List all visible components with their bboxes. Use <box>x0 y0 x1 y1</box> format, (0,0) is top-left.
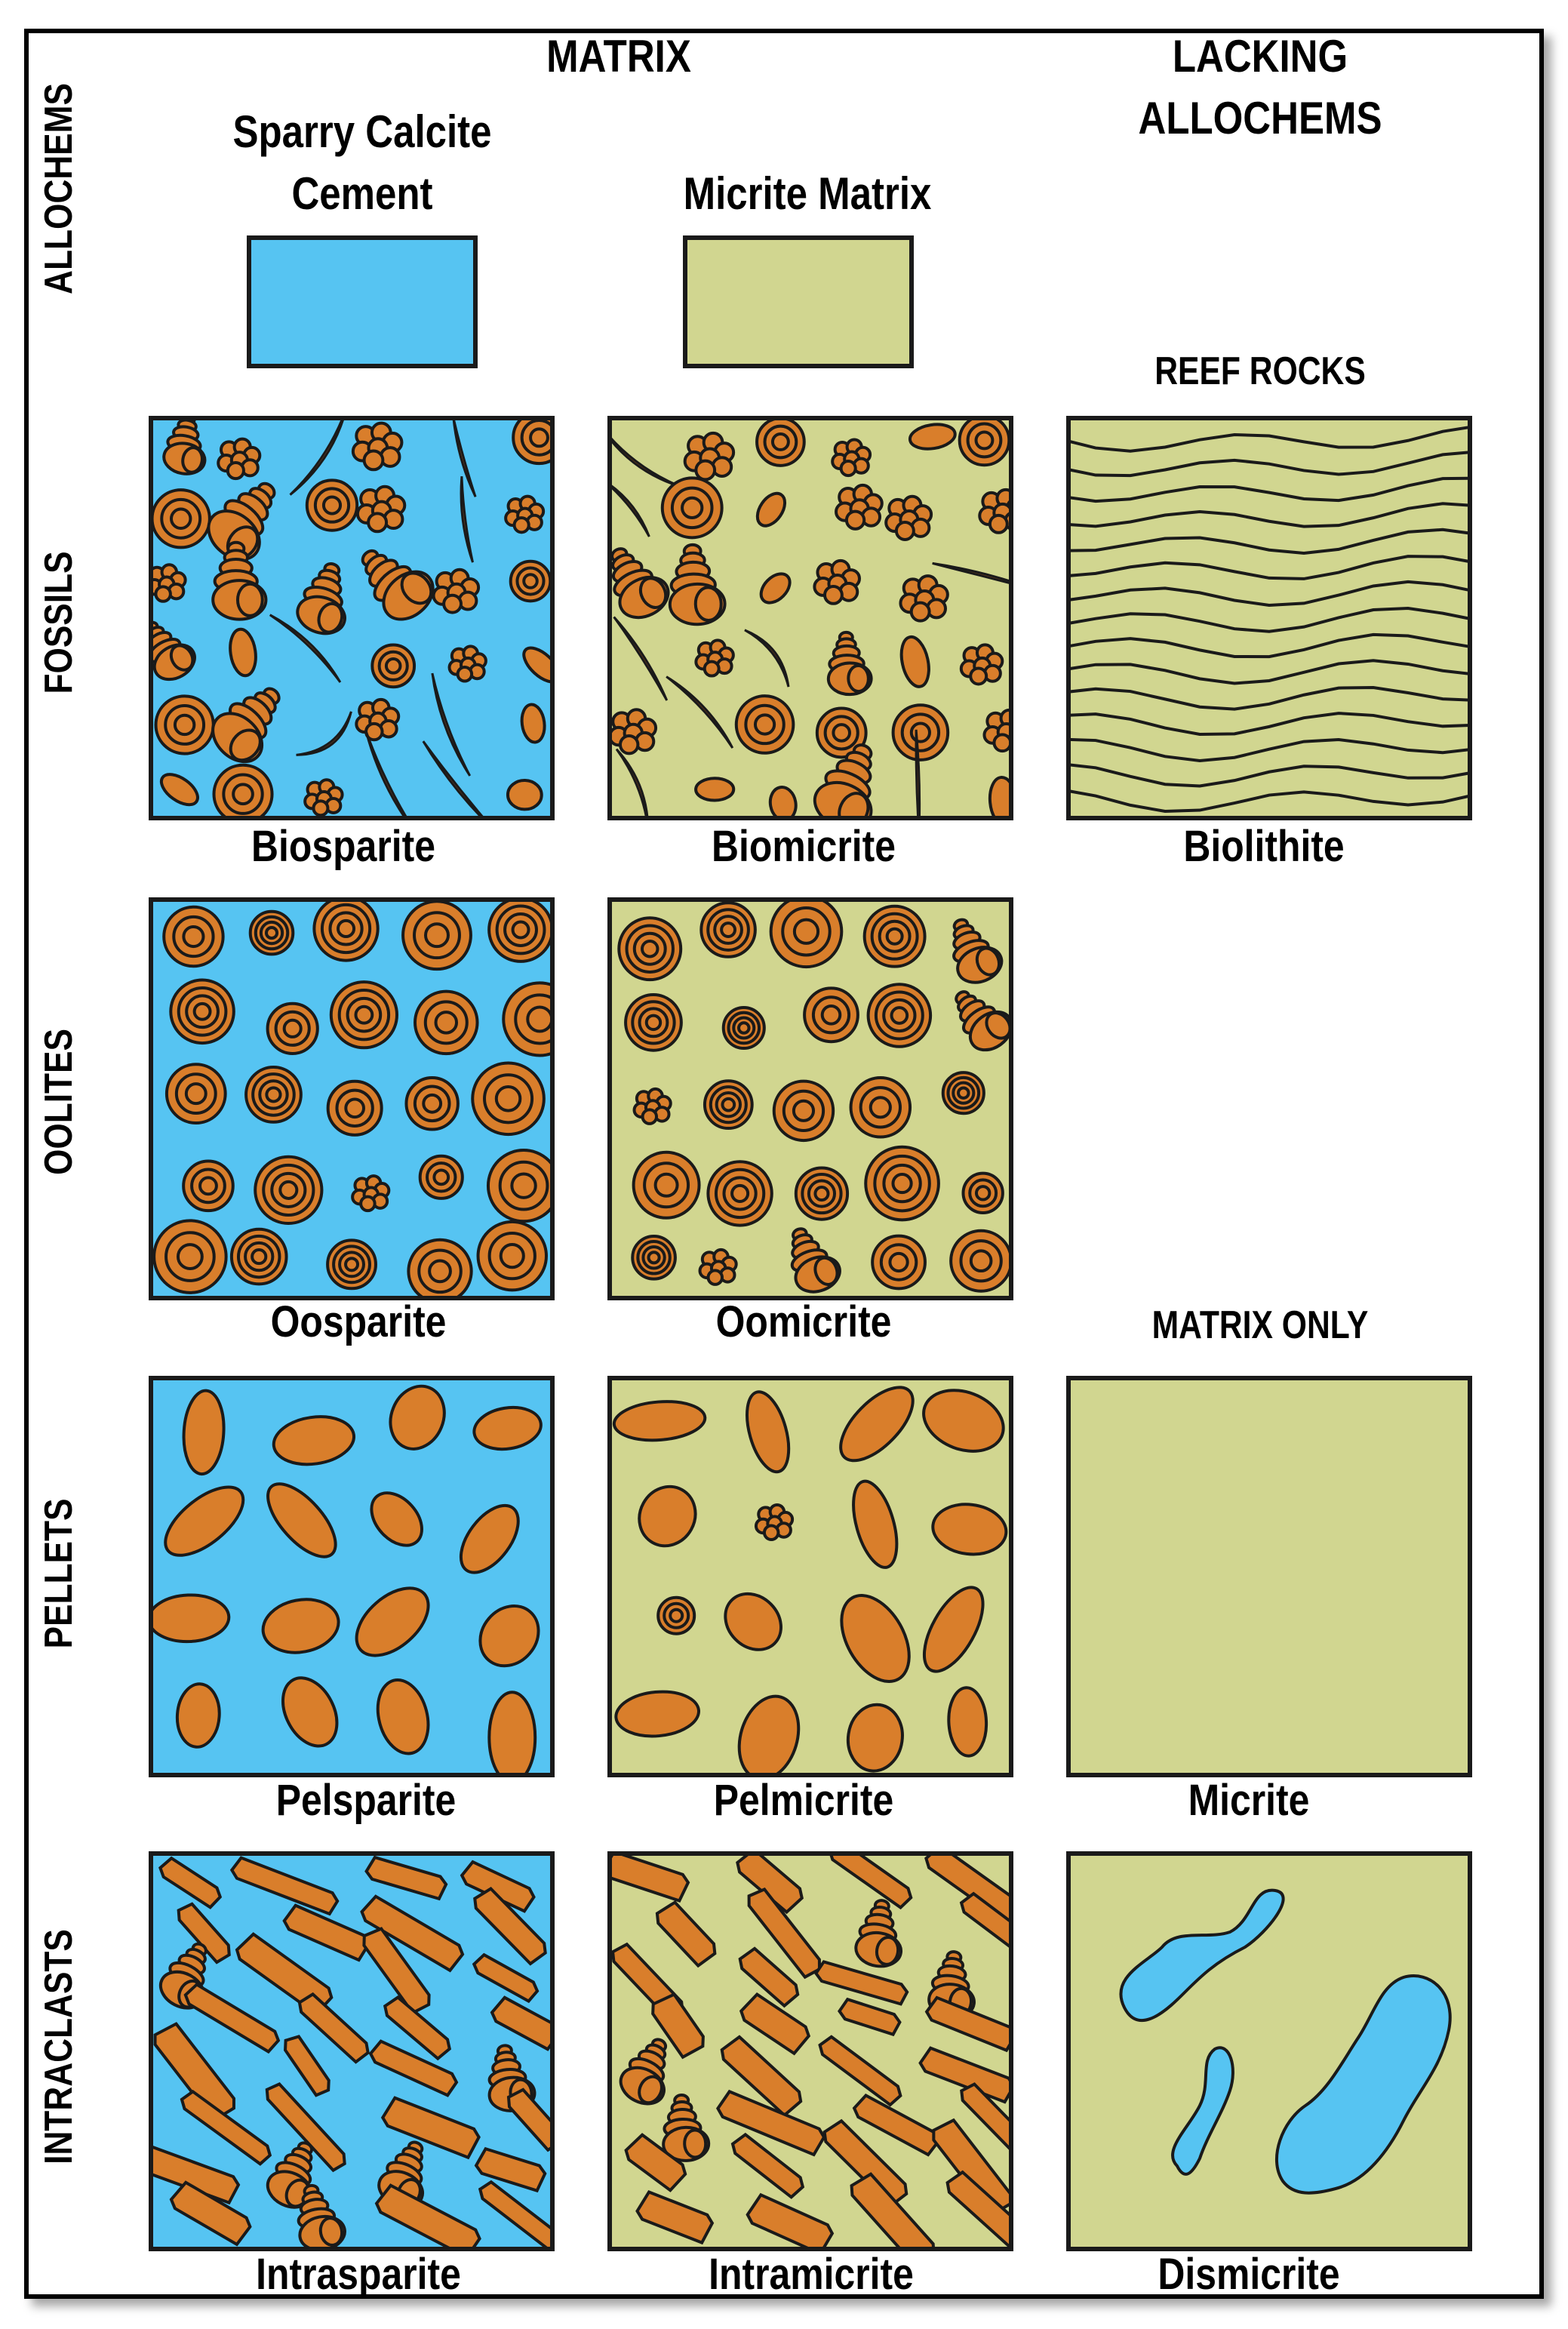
panel-dismicrite <box>1066 1851 1472 2251</box>
lacking-allochems-header-line2: ALLOCHEMS <box>1138 93 1382 143</box>
panel-biosparite <box>149 416 555 820</box>
row-label-pellets: PELLETS <box>37 1498 81 1649</box>
panel-biomicrite <box>607 416 1013 820</box>
legend-micrite-label: Micrite Matrix <box>683 168 932 219</box>
legend-micrite-swatch <box>683 235 914 368</box>
row-label-oolites: OOLITES <box>37 1028 81 1176</box>
allochems-axis-label: ALLOCHEMS <box>37 83 81 294</box>
panel-intramicrite <box>607 1851 1013 2251</box>
name-biosparite: Biosparite <box>251 822 435 871</box>
matrix-header: MATRIX <box>546 31 691 82</box>
name-pelsparite: Pelsparite <box>275 1776 457 1825</box>
panel-intrasparite <box>149 1851 555 2251</box>
matrix-only-label: MATRIX ONLY <box>1151 1303 1369 1347</box>
panel-biolithite <box>1066 416 1472 820</box>
panel-oomicrite <box>607 897 1013 1300</box>
legend-sparry-label-line2: Cement <box>291 168 433 219</box>
row-label-fossils: FOSSILS <box>37 551 81 694</box>
row-label-intraclasts: INTRACLASTS <box>37 1929 81 2164</box>
name-intramicrite: Intramicrite <box>709 2250 914 2299</box>
name-pelmicrite: Pelmicrite <box>713 1776 894 1825</box>
panel-oosparite <box>149 897 555 1300</box>
name-biomicrite: Biomicrite <box>712 822 896 871</box>
legend-sparry-swatch <box>247 235 478 368</box>
panel-pelmicrite <box>607 1376 1013 1777</box>
panel-pelsparite <box>149 1376 555 1777</box>
panel-micrite <box>1066 1376 1472 1777</box>
name-dismicrite: Dismicrite <box>1158 2250 1340 2299</box>
name-micrite: Micrite <box>1188 1776 1310 1825</box>
reef-rocks-label: REEF ROCKS <box>1154 349 1366 393</box>
lacking-allochems-header-line1: LACKING <box>1172 31 1348 82</box>
legend-sparry-label-line1: Sparry Calcite <box>232 106 492 157</box>
name-oosparite: Oosparite <box>270 1297 447 1346</box>
name-biolithite: Biolithite <box>1183 822 1345 871</box>
name-oomicrite: Oomicrite <box>715 1297 892 1346</box>
name-intrasparite: Intrasparite <box>256 2250 461 2299</box>
